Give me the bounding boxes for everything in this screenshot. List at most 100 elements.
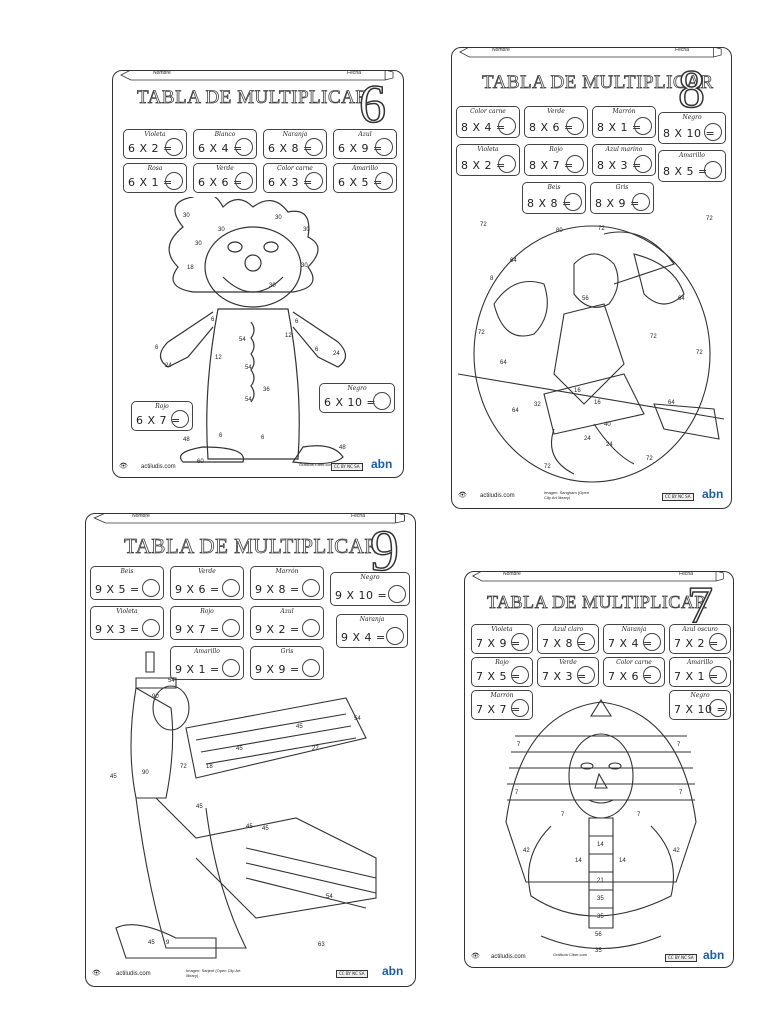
date-label: Fecha	[347, 70, 361, 76]
svg-text:48: 48	[183, 437, 190, 443]
pencil-name-bar: Nombre Fecha	[458, 47, 725, 58]
site-footer: actiludis.com	[480, 493, 515, 499]
svg-text:14: 14	[597, 842, 604, 848]
svg-text:54: 54	[168, 678, 175, 684]
answer-circle[interactable]	[634, 155, 652, 173]
graficos-credit: Gráficos Ciber.com	[299, 462, 334, 467]
answer-circle[interactable]	[222, 619, 240, 637]
eye-logo-icon: 👁	[471, 952, 480, 960]
answer-circle[interactable]	[511, 666, 529, 684]
svg-text:45: 45	[148, 940, 155, 946]
answer-circle[interactable]	[643, 666, 661, 684]
answer-circle[interactable]	[375, 172, 393, 190]
svg-text:21: 21	[597, 878, 604, 884]
answer-circle[interactable]	[222, 579, 240, 597]
answer-circle[interactable]	[704, 123, 722, 141]
answer-circle[interactable]	[511, 633, 529, 651]
answer-circle[interactable]	[566, 155, 584, 173]
answer-circle[interactable]	[386, 627, 404, 645]
answer-circle[interactable]	[305, 172, 323, 190]
answer-circle[interactable]	[302, 579, 320, 597]
answer-circle[interactable]	[577, 633, 595, 651]
svg-text:54: 54	[354, 716, 361, 722]
svg-text:45: 45	[110, 774, 117, 780]
svg-text:35: 35	[597, 914, 604, 920]
answer-circle[interactable]	[171, 410, 189, 428]
svg-text:42: 42	[673, 848, 680, 854]
svg-text:35: 35	[595, 948, 602, 954]
answer-circle[interactable]	[222, 659, 240, 677]
answer-circle[interactable]	[375, 138, 393, 156]
svg-text:54: 54	[239, 337, 246, 343]
answer-circle[interactable]	[643, 633, 661, 651]
svg-text:80: 80	[556, 228, 563, 234]
answer-circle[interactable]	[577, 666, 595, 684]
eye-logo-icon: 👁	[458, 491, 467, 499]
svg-text:72: 72	[480, 222, 487, 228]
svg-text:90: 90	[142, 770, 149, 776]
site-footer: actiludis.com	[141, 464, 176, 470]
svg-text:14: 14	[575, 858, 582, 864]
answer-circle[interactable]	[709, 666, 727, 684]
answer-circle[interactable]	[373, 392, 391, 410]
answer-circle[interactable]	[704, 161, 722, 179]
answer-circle[interactable]	[302, 619, 320, 637]
answer-circle[interactable]	[235, 138, 253, 156]
answer-circle[interactable]	[709, 633, 727, 651]
cc-badge: CC BY NC SA	[336, 970, 368, 978]
svg-text:9: 9	[166, 940, 170, 946]
answer-circle[interactable]	[634, 117, 652, 135]
table-number: 8	[677, 59, 706, 119]
table-number: 6	[358, 74, 387, 134]
answer-circle[interactable]	[388, 585, 406, 603]
svg-text:72: 72	[180, 764, 187, 770]
svg-text:24: 24	[584, 436, 591, 442]
svg-text:56: 56	[582, 296, 589, 302]
svg-text:6: 6	[261, 435, 265, 441]
worksheet-table-8: Nombre Fecha TABLA DE MULTIPLICAR 8 Colo…	[451, 47, 732, 509]
svg-text:60: 60	[197, 459, 204, 465]
answer-circle[interactable]	[165, 138, 183, 156]
svg-text:45: 45	[296, 724, 303, 730]
answer-circle[interactable]	[305, 138, 323, 156]
answer-circle[interactable]	[564, 193, 582, 211]
answer-circle[interactable]	[498, 155, 516, 173]
svg-text:90: 90	[152, 694, 159, 700]
answer-circle[interactable]	[142, 579, 160, 597]
svg-text:64: 64	[512, 408, 519, 414]
answer-circle[interactable]	[302, 659, 320, 677]
answer-circle[interactable]	[632, 193, 650, 211]
answer-circle[interactable]	[511, 699, 529, 717]
answer-circle[interactable]	[142, 619, 160, 637]
answer-circle[interactable]	[566, 117, 584, 135]
svg-text:6: 6	[219, 433, 223, 439]
table-number: 9	[369, 518, 400, 583]
pencil-name-bar: Nombre Fecha	[471, 572, 727, 582]
svg-text:30: 30	[218, 227, 225, 233]
svg-text:72: 72	[706, 216, 713, 222]
answer-circle[interactable]	[498, 117, 516, 135]
date-label: Fecha	[675, 47, 689, 53]
sheet-title: TABLA DE MULTIPLICAR	[124, 534, 379, 559]
answer-circle[interactable]	[165, 172, 183, 190]
answer-circle[interactable]	[709, 699, 727, 717]
answer-circle[interactable]	[235, 172, 253, 190]
name-label: Nombre	[153, 70, 171, 76]
svg-text:56: 56	[595, 932, 602, 938]
